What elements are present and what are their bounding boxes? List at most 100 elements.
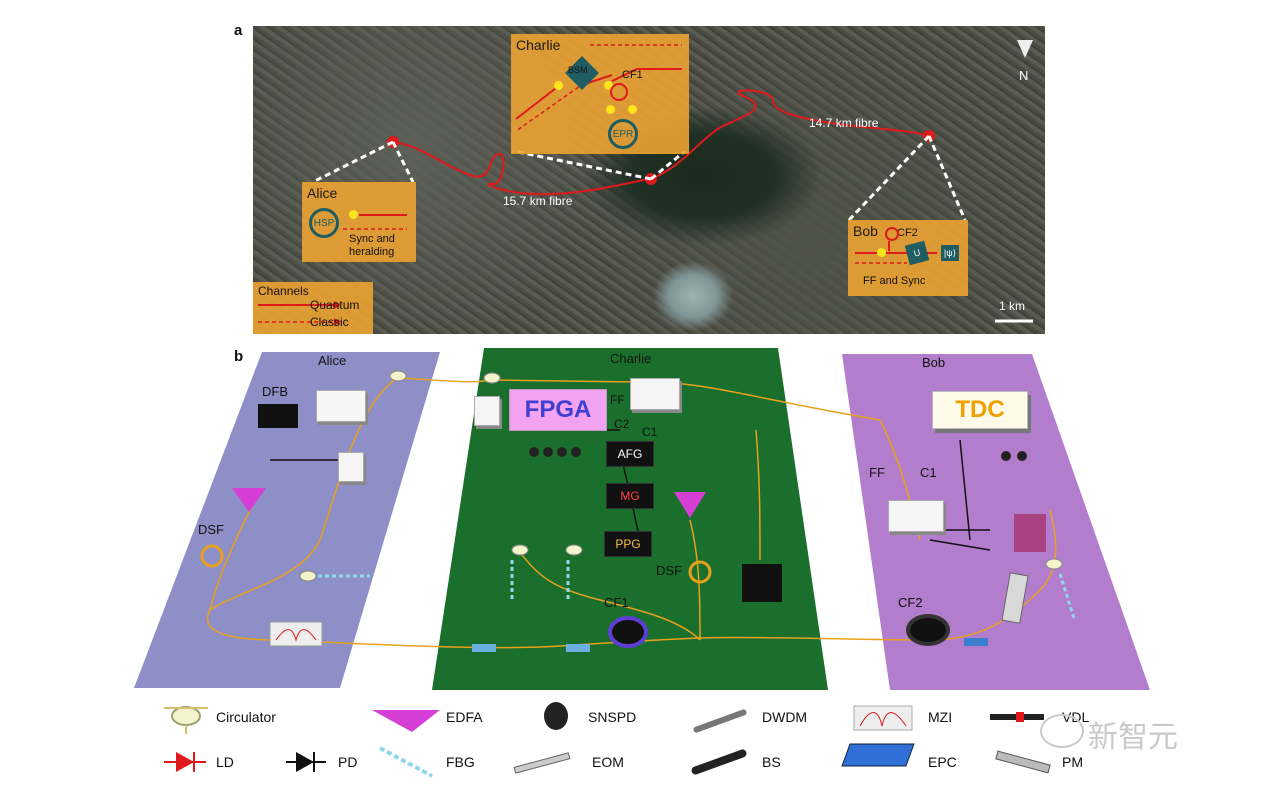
charlie-platform xyxy=(432,348,828,690)
scale-label: 1 km xyxy=(999,299,1026,313)
dsf-alice-coil xyxy=(200,544,224,568)
legend-pm: PM xyxy=(1062,754,1083,770)
pd-unit-alice xyxy=(316,390,366,422)
pm-icon xyxy=(995,750,1051,774)
eom-icon xyxy=(513,752,571,774)
dfb-label: DFB xyxy=(262,384,288,399)
snspd-icon xyxy=(544,702,568,730)
edfa-charlie xyxy=(674,492,706,518)
cf2-label: CF2 xyxy=(898,595,923,610)
photon-dot xyxy=(628,105,637,114)
panel-b-label: b xyxy=(234,348,244,365)
legend-icons xyxy=(164,702,1051,778)
bs-icon xyxy=(691,749,747,775)
channels-legend: Channels Quantum Classic xyxy=(253,282,373,334)
fibre-routes xyxy=(312,89,1033,323)
bob-map-title: Bob xyxy=(853,223,878,239)
legend-circulator: Circulator xyxy=(216,709,276,725)
legend-edfa: EDFA xyxy=(446,709,483,725)
legend-mzi: MZI xyxy=(928,709,953,725)
fibre-left-label: 15.7 km fibre xyxy=(503,194,573,208)
ld-icon xyxy=(164,752,206,772)
hsp-source: HSP xyxy=(309,208,339,238)
mg-box: MG xyxy=(606,483,654,509)
alice-map-title: Alice xyxy=(307,185,338,201)
channels-title: Channels xyxy=(258,284,309,298)
fpga-box: FPGA xyxy=(509,389,607,431)
north-label: N xyxy=(1019,68,1029,83)
vdl-icon xyxy=(990,712,1044,722)
ld-unit-charlie xyxy=(630,378,680,410)
fbg-icon xyxy=(379,746,433,778)
bsm-label: BSM xyxy=(568,65,588,75)
bob-map-box: Bob CF2 U |ψ⟩ FF and Sync xyxy=(848,220,968,296)
legend-pd: PD xyxy=(338,754,358,770)
cf2-coil xyxy=(906,614,950,646)
pd-unit-charlie xyxy=(474,396,500,426)
epc-icon xyxy=(841,743,915,767)
dwdm-icon xyxy=(693,709,747,733)
photon-dot xyxy=(606,105,615,114)
dsf-charlie-label: DSF xyxy=(656,563,682,578)
channels-arrows xyxy=(258,301,341,326)
cf2-map-label: CF2 xyxy=(897,227,918,239)
edfa-alice xyxy=(232,488,266,512)
fibre-alice-charlie xyxy=(392,141,654,196)
ld-unit-alice xyxy=(338,452,364,482)
ff-charlie-label: FF xyxy=(610,393,625,407)
tdc-box: TDC xyxy=(932,391,1028,429)
alice-map-links xyxy=(343,214,407,230)
satellite-map: Charlie BSM CF1 EPR Alice HSP Sync and h… xyxy=(253,26,1045,334)
afg-box: AFG xyxy=(606,441,654,467)
photon-dot xyxy=(877,248,886,257)
photon-dot xyxy=(349,210,358,219)
bob-platform xyxy=(842,354,1150,690)
cf1-label: CF1 xyxy=(604,595,629,610)
ff-sync-label: FF and Sync xyxy=(863,275,926,287)
mzi-icon xyxy=(853,705,913,731)
alice-setup-title: Alice xyxy=(318,353,347,368)
charlie-map-box: Charlie BSM CF1 EPR xyxy=(511,34,689,154)
legend-epc: EPC xyxy=(928,754,957,770)
cf1-coil-icon xyxy=(610,83,628,101)
c1-charlie-label: C1 xyxy=(642,425,658,439)
pd-icon xyxy=(286,752,326,772)
psi-box: |ψ⟩ xyxy=(941,245,959,261)
photon-dot xyxy=(604,81,613,90)
charlie-map-title: Charlie xyxy=(516,37,561,53)
north-arrow-icon xyxy=(1017,40,1033,58)
quantum-label: Quantum xyxy=(310,298,360,312)
classic-label: Classic xyxy=(310,315,349,329)
charlie-setup-title: Charlie xyxy=(610,351,652,366)
legend-eom: EOM xyxy=(592,754,624,770)
alice-map-box: Alice HSP Sync and heralding xyxy=(302,182,416,262)
pd-unit-bob xyxy=(888,500,944,532)
charlie-map-links xyxy=(515,44,682,132)
fibre-charlie-bob xyxy=(652,89,930,179)
alice-platform xyxy=(134,352,440,688)
legend-bs: BS xyxy=(762,754,781,770)
ff-bob-label: FF xyxy=(869,465,885,480)
cf1-map-label: CF1 xyxy=(622,69,643,81)
legend-dwdm: DWDM xyxy=(762,709,808,725)
wechat-logo-icon xyxy=(1040,714,1084,748)
watermark: 新智元 xyxy=(1088,720,1178,755)
heralding-label: heralding xyxy=(349,246,395,258)
legend-fbg: FBG xyxy=(446,754,475,770)
ppg-box: PPG xyxy=(604,531,652,557)
photon-dot xyxy=(554,81,563,90)
sync-label: Sync and xyxy=(349,233,395,245)
cf2-coil-icon xyxy=(885,227,899,241)
experimental-setup xyxy=(134,348,1150,690)
edfa-icon xyxy=(372,710,440,732)
c2-label: C2 xyxy=(614,417,630,431)
legend-ld: LD xyxy=(216,754,234,770)
dsf-charlie-coil xyxy=(688,560,712,584)
panel-a-label: a xyxy=(234,22,243,39)
epr-source: EPR xyxy=(608,119,638,149)
cf1-coil xyxy=(608,616,648,648)
circulator-icon xyxy=(164,706,208,734)
bob-setup-title: Bob xyxy=(922,355,946,370)
fibre-right-label: 14.7 km fibre xyxy=(809,116,879,130)
c1-bob-label: C1 xyxy=(920,465,937,480)
